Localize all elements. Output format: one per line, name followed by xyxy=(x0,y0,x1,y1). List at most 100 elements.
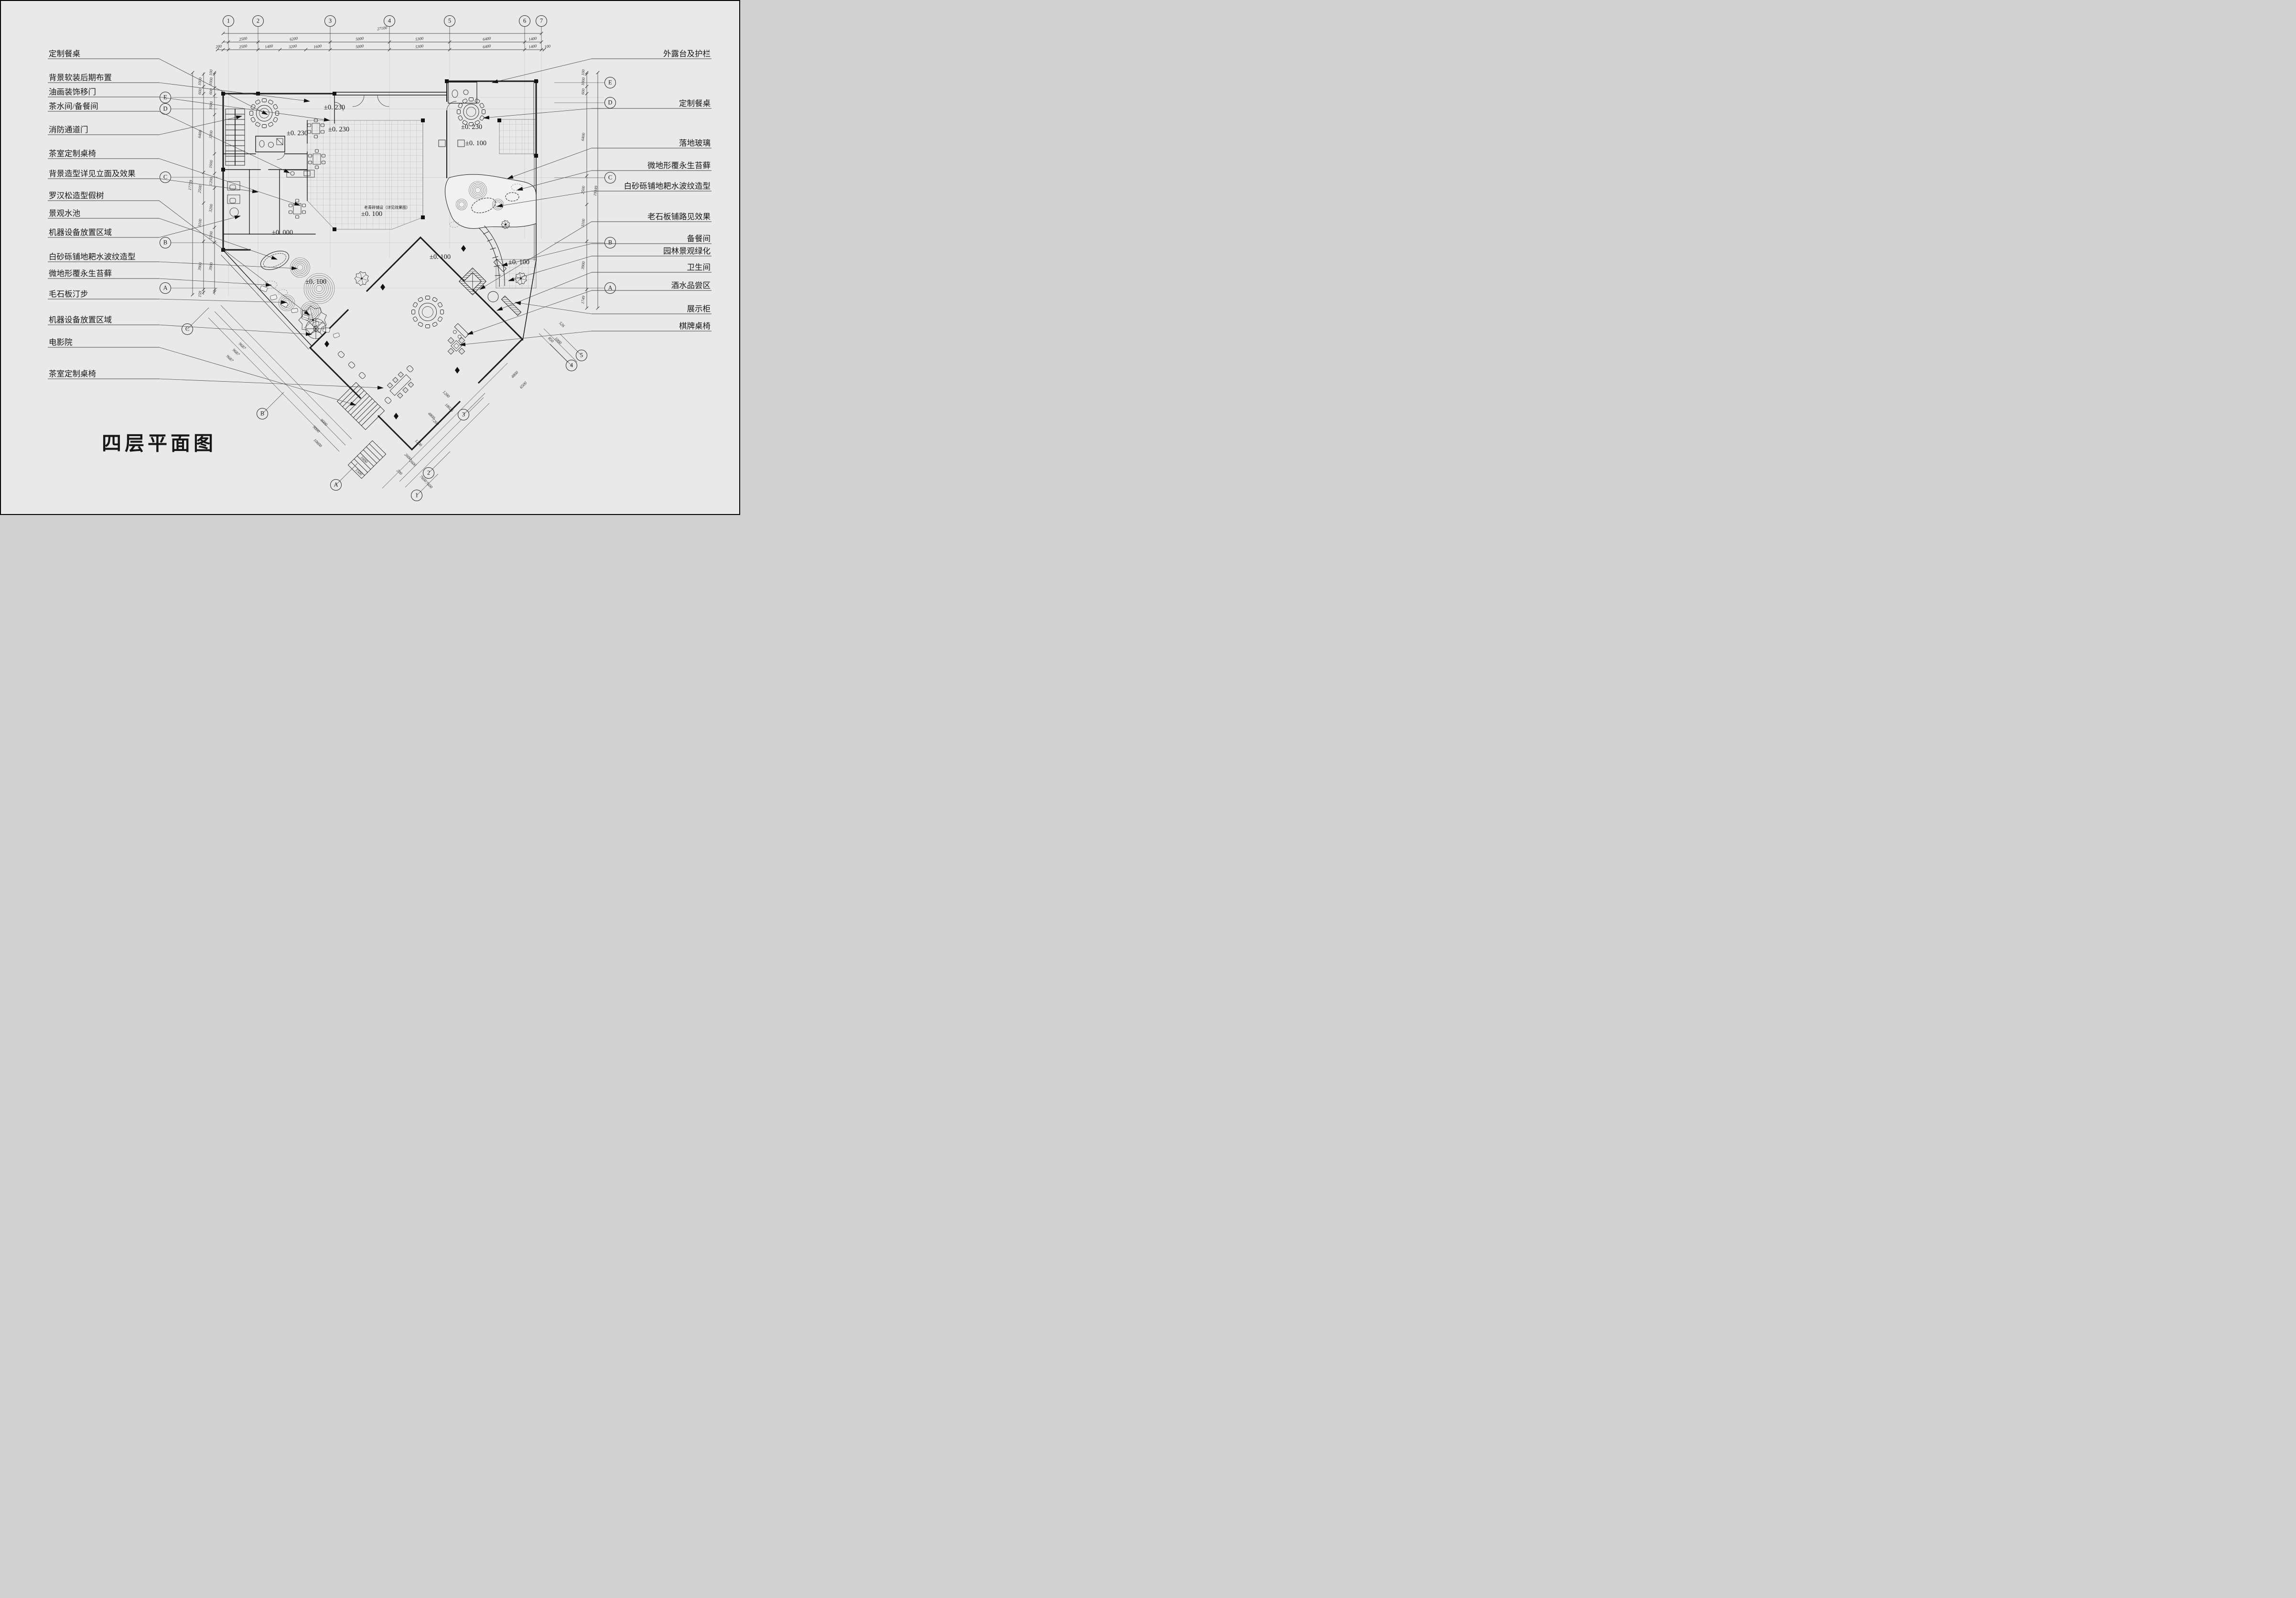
landscape-features xyxy=(260,181,527,338)
dim-value: 2500 xyxy=(197,184,203,193)
ripple-ring xyxy=(295,263,305,272)
callout-leader xyxy=(159,261,298,270)
armchair xyxy=(348,362,355,368)
elevation-marks: ±0. 230±0. 230±0. 230±0. 230±0. 100±0. 1… xyxy=(272,104,529,286)
dim-value: 600 xyxy=(208,88,214,95)
callout-label-left: 罗汉松造型假树 xyxy=(49,191,104,200)
dim-tick xyxy=(542,48,546,52)
floor-plan xyxy=(221,80,539,479)
chair xyxy=(458,103,463,108)
tree-trunk xyxy=(520,278,522,280)
dim-tick xyxy=(213,93,216,97)
elevator xyxy=(459,268,486,295)
dim-tick xyxy=(221,32,225,35)
callout-leader xyxy=(508,256,592,281)
callout-leader xyxy=(159,97,330,122)
tree-branch xyxy=(361,274,366,279)
dim-tick xyxy=(585,203,589,206)
ripple-ring xyxy=(475,187,481,193)
square-table-six xyxy=(307,118,324,139)
callout-label-right: 外露台及护栏 xyxy=(663,49,711,58)
table-top xyxy=(463,104,479,120)
dim-value: 100 xyxy=(580,69,586,76)
stepping-stone xyxy=(333,332,340,338)
dim-value: 100 xyxy=(208,69,214,76)
dim-tick xyxy=(191,293,194,297)
dim-value: 2500 xyxy=(238,36,248,42)
dim-tick xyxy=(585,72,589,76)
dim-tick xyxy=(213,172,216,175)
ripple-ring xyxy=(469,181,487,199)
chair xyxy=(321,130,324,134)
armchair xyxy=(229,198,236,204)
grid-bubble xyxy=(604,237,616,248)
dim-tick xyxy=(191,71,194,75)
dim-tick xyxy=(585,239,589,243)
dim-tick xyxy=(213,225,216,229)
grid-bubble-label: 7 xyxy=(540,17,543,24)
lazy-susan xyxy=(466,107,476,117)
dim-line-diagonal xyxy=(220,305,352,440)
callout-leader xyxy=(159,115,242,135)
callout-label-left: 背景软装后期布置 xyxy=(49,73,112,82)
chair xyxy=(250,117,256,122)
bar-counter xyxy=(453,323,469,339)
dim-value: 159 xyxy=(197,290,203,298)
grid-bubble-label: 6 xyxy=(523,17,526,24)
callout-leader xyxy=(496,272,592,311)
dim-value: 850 xyxy=(547,336,555,344)
callout-label-right: 白砂砾铺地耙水波纹造型 xyxy=(624,182,711,191)
grid-stub xyxy=(187,307,209,330)
tree-trunk xyxy=(505,223,507,225)
moss-mound xyxy=(263,280,278,289)
ripple-ring xyxy=(302,303,319,320)
dim-tick xyxy=(585,288,589,291)
chair xyxy=(474,120,480,125)
dim-tick xyxy=(213,186,216,190)
dim-tick xyxy=(213,71,216,75)
callout-leader xyxy=(159,278,272,287)
callout-leader xyxy=(496,191,592,208)
ripple-ring xyxy=(290,257,310,278)
callout-label-left: 背景造型详见立面及效果 xyxy=(49,169,136,178)
chair xyxy=(262,98,267,102)
dim-line-diagonal xyxy=(382,363,508,489)
callout-label-right: 棋牌桌椅 xyxy=(679,322,711,331)
site-edge xyxy=(221,251,312,350)
chair xyxy=(458,115,463,121)
ripple-ring xyxy=(457,200,466,209)
grid-stub xyxy=(262,392,284,414)
column xyxy=(421,215,425,219)
callout-label-right: 微地形覆永生苔藓 xyxy=(647,161,711,170)
grid-stub xyxy=(550,343,572,366)
callout-label-left: 消防通道门 xyxy=(49,125,88,134)
display-cabinet xyxy=(501,295,522,316)
chair xyxy=(392,377,399,383)
chair xyxy=(474,98,480,104)
walls-upper-left xyxy=(222,93,335,251)
tree-branch xyxy=(357,278,362,283)
chair xyxy=(302,204,306,207)
chair xyxy=(307,130,311,134)
dim-value: 600 xyxy=(197,88,203,95)
dim-value: 1000 xyxy=(580,77,586,86)
dim-value: 6400 xyxy=(580,132,586,141)
tree-branch xyxy=(313,320,325,324)
dim-value: 1200 xyxy=(442,389,452,399)
chair xyxy=(398,371,404,378)
stepping-stone xyxy=(323,327,330,333)
chair xyxy=(482,109,485,114)
lazy-susan xyxy=(259,108,269,118)
planter xyxy=(457,139,465,147)
callouts: 定制餐桌背景软装后期布置油画装饰移门茶水间/备餐间消防通道门茶室定制桌椅背景造型… xyxy=(48,49,711,406)
square-table-six xyxy=(308,149,325,169)
dim-tick xyxy=(202,290,205,294)
chair xyxy=(321,123,324,127)
grid-bubble-label: E xyxy=(608,79,612,86)
chair xyxy=(402,387,409,393)
grid-bubble-label: C xyxy=(608,174,612,181)
table-top xyxy=(451,340,462,352)
spiral-tread xyxy=(315,321,323,329)
dim-value: 9687 xyxy=(226,354,235,363)
